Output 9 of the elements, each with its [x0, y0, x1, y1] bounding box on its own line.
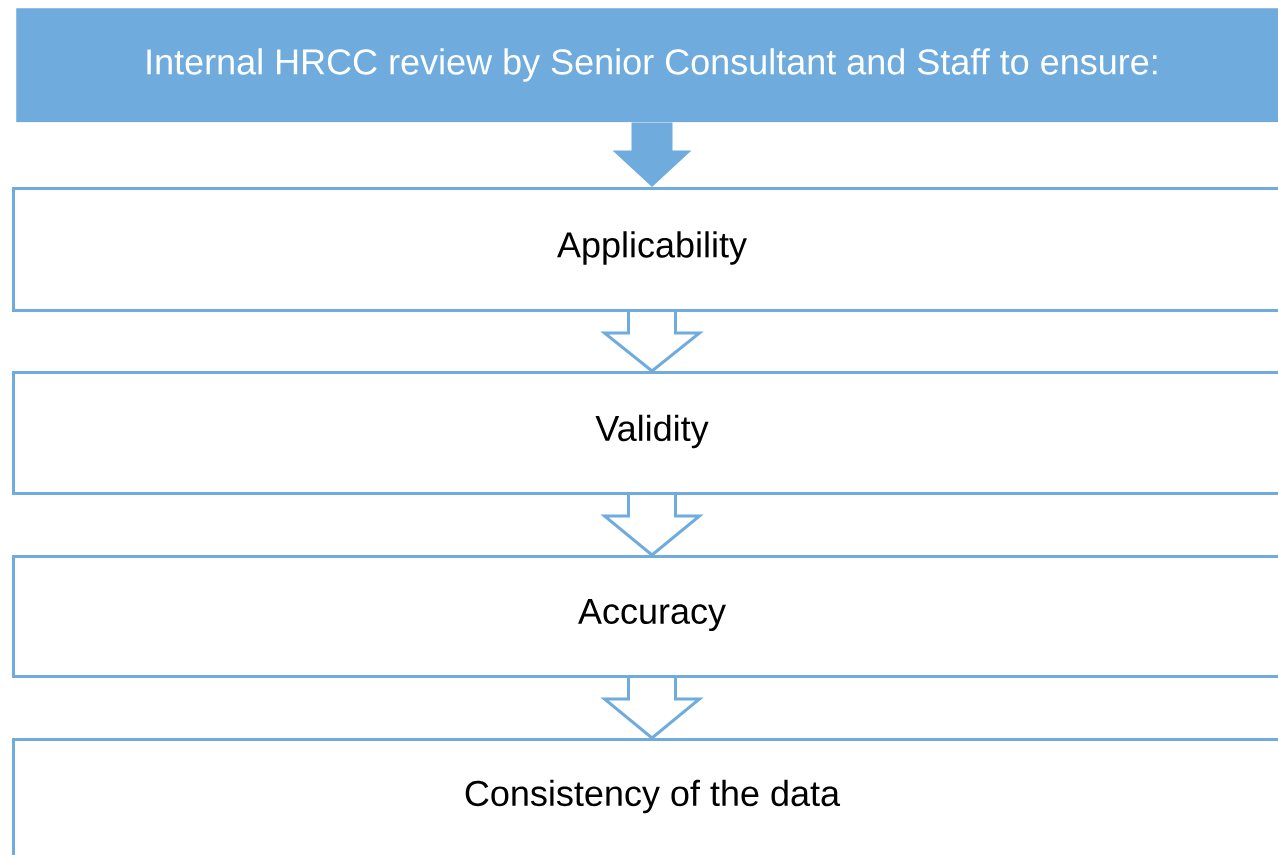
block-arrow	[600, 676, 704, 740]
block-arrow	[612, 122, 692, 187]
block-arrow	[600, 493, 704, 557]
process-box: Validity	[12, 371, 1278, 495]
header-banner: Internal HRCC review by Senior Consultant and Staff to ensure:	[16, 8, 1278, 123]
process-box: Consistency of the data	[12, 738, 1278, 855]
process-box: Accuracy	[12, 555, 1278, 678]
block-arrow	[600, 310, 704, 373]
process-box: Applicability	[12, 187, 1278, 312]
